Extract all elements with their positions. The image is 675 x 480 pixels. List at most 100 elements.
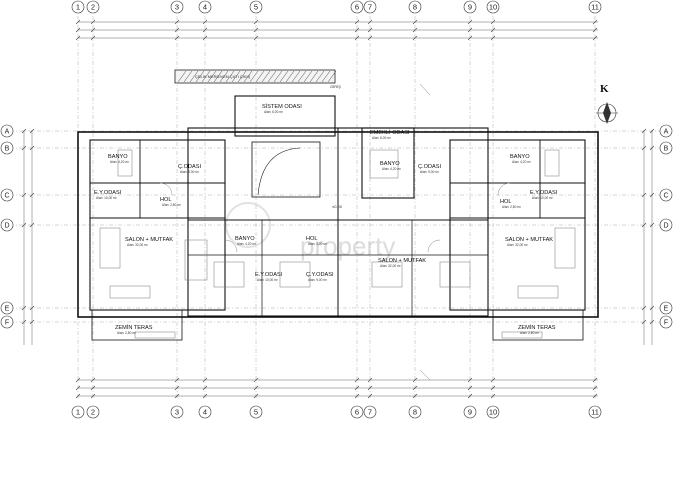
room-area: Alan: 4,20 m² <box>110 160 129 164</box>
room-area: Alan: 10,00 m² <box>96 196 117 200</box>
axis-bubble <box>659 301 673 315</box>
axis-bubble <box>86 405 100 419</box>
axis-column-label: 10 <box>489 408 497 417</box>
room-name: E.Y.ODASI <box>94 190 122 196</box>
room-name: E.Y.ODASI <box>530 190 558 196</box>
level-mark: ±0.00 <box>332 204 343 209</box>
axis-column-label: 3 <box>175 408 179 417</box>
axis-row-label: D <box>663 223 668 230</box>
axis-bubble <box>588 405 602 419</box>
room-name: Ç.ODASI <box>418 164 441 170</box>
axis-bubble <box>350 0 364 14</box>
axis-bubble <box>198 405 212 419</box>
axis-row-label: D <box>4 223 9 230</box>
axis-column-label: 11 <box>591 3 599 12</box>
axis-bubble <box>363 0 377 14</box>
axis-column-label: 5 <box>254 408 258 417</box>
axis-bubble <box>0 188 14 202</box>
axis-bubble <box>198 0 212 14</box>
axis-bubble <box>170 405 184 419</box>
axis-bubble <box>71 0 85 14</box>
room-area: Alan: 32,00 m² <box>507 243 528 247</box>
axis-bubble <box>0 315 14 329</box>
room-area: Alan: 9,00 m² <box>308 278 327 282</box>
north-arrow: K <box>596 83 618 124</box>
room-area: Alan: 2,80 m² <box>520 331 539 335</box>
axis-column-label: 5 <box>254 3 258 12</box>
dimension-ticks <box>21 19 655 399</box>
axis-bubble <box>170 0 184 14</box>
room-area: Alan: 32,00 m² <box>380 264 401 268</box>
room-name: Ç.Y.ODASI <box>306 272 334 278</box>
room-area: Alan: 6,00 m² <box>372 136 391 140</box>
axis-row-label: B <box>5 146 10 153</box>
axis-column-label: 4 <box>203 3 207 12</box>
axis-row-label: E <box>664 306 669 313</box>
room-area: Alan: 6,00 m² <box>264 110 283 114</box>
axis-column-label: 11 <box>591 408 599 417</box>
walls <box>77 95 599 341</box>
axis-column-label: 1 <box>76 3 80 12</box>
room-name: BANYO <box>510 154 530 160</box>
axis-row-label: B <box>664 146 669 153</box>
room-name: SALON + MUTFAK <box>125 237 173 243</box>
axis-column-label: 6 <box>355 408 359 417</box>
room-name: HOL <box>500 199 512 205</box>
room-area: Alan: 4,20 m² <box>237 242 256 246</box>
axis-bubble <box>0 218 14 232</box>
axis-bubble <box>463 405 477 419</box>
axis-bubble <box>659 315 673 329</box>
axis-column-label: 2 <box>91 3 95 12</box>
axis-column-label: 6 <box>355 3 359 12</box>
axis-bubble <box>350 405 364 419</box>
furniture <box>99 149 576 339</box>
axis-column-label: 7 <box>368 408 372 417</box>
axis-bubble <box>486 0 500 14</box>
entrance-note: GİRİŞ <box>330 84 341 89</box>
room-area: Alan: 4,20 m² <box>382 167 401 171</box>
room-area: Alan: 2,80 m² <box>117 331 136 335</box>
axis-bubble <box>0 301 14 315</box>
axis-column-label: 8 <box>413 3 417 12</box>
door-swings <box>159 83 511 381</box>
dimension-lines <box>23 21 653 397</box>
room-name: SİSTEM ODASI <box>262 103 302 110</box>
room-name: SALON + MUTFAK <box>378 258 426 264</box>
axis-bubble <box>0 124 14 138</box>
watermark: property <box>300 231 395 261</box>
axis-bubble <box>0 141 14 155</box>
axis-bubble <box>659 218 673 232</box>
room-area: Alan: 32,00 m² <box>127 243 148 247</box>
axis-column-label: 9 <box>468 3 472 12</box>
axis-column-label: 9 <box>468 408 472 417</box>
room-name: BANYO <box>108 154 128 160</box>
axis-bubble <box>249 405 263 419</box>
axis-row-label: C <box>663 193 668 200</box>
axis-bubble <box>659 188 673 202</box>
axis-bubble <box>463 0 477 14</box>
room-name: EMEKLİ ODASI <box>370 129 410 136</box>
axis-row-label: E <box>5 306 10 313</box>
axis-row-label: A <box>664 129 669 136</box>
room-area: Alan: 10,00 m² <box>257 278 278 282</box>
axis-bubble <box>659 141 673 155</box>
room-area: Alan: 10,00 m² <box>532 196 553 200</box>
roof-stair-banner: ÇELİK MERDİVEN ÇATI ÇIKIŞ <box>174 69 337 84</box>
room-area: Alan: 2,80 m² <box>162 203 181 207</box>
room-area: Alan: 4,20 m² <box>512 160 531 164</box>
axis-column-label: 7 <box>368 3 372 12</box>
axis-column-label: 1 <box>76 408 80 417</box>
axis-row-label: F <box>664 320 668 327</box>
axis-column-label: 4 <box>203 408 207 417</box>
room-name: BANYO <box>235 236 255 242</box>
axis-bubble <box>71 405 85 419</box>
axis-row-label: A <box>5 129 10 136</box>
axis-bubble <box>486 405 500 419</box>
room-name: ZEMİN TERAS <box>518 324 556 331</box>
room-name: BANYO <box>380 161 400 167</box>
axis-bubble <box>659 124 673 138</box>
axis-column-label: 10 <box>489 3 497 12</box>
room-area: Alan: 9,00 m² <box>180 170 199 174</box>
roof-stair-label: ÇELİK MERDİVEN ÇATI ÇIKIŞ <box>195 74 251 79</box>
